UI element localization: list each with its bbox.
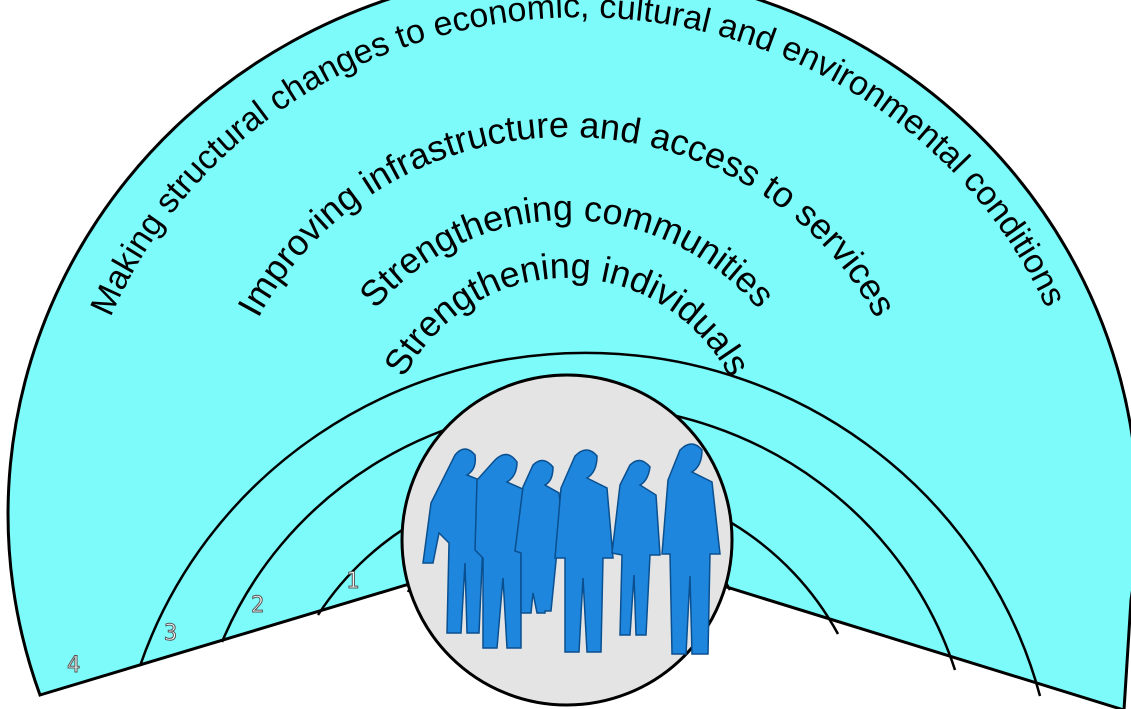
group-of-people-icon bbox=[422, 443, 721, 655]
ring-separator-4 bbox=[138, 351, 1042, 697]
outer-fan-band bbox=[6, 0, 1131, 709]
level-4-number: 4 bbox=[67, 653, 80, 678]
level-2-number: 2 bbox=[251, 593, 264, 618]
level-3-number: 3 bbox=[164, 621, 177, 646]
level-1-number: 1 bbox=[346, 569, 359, 594]
